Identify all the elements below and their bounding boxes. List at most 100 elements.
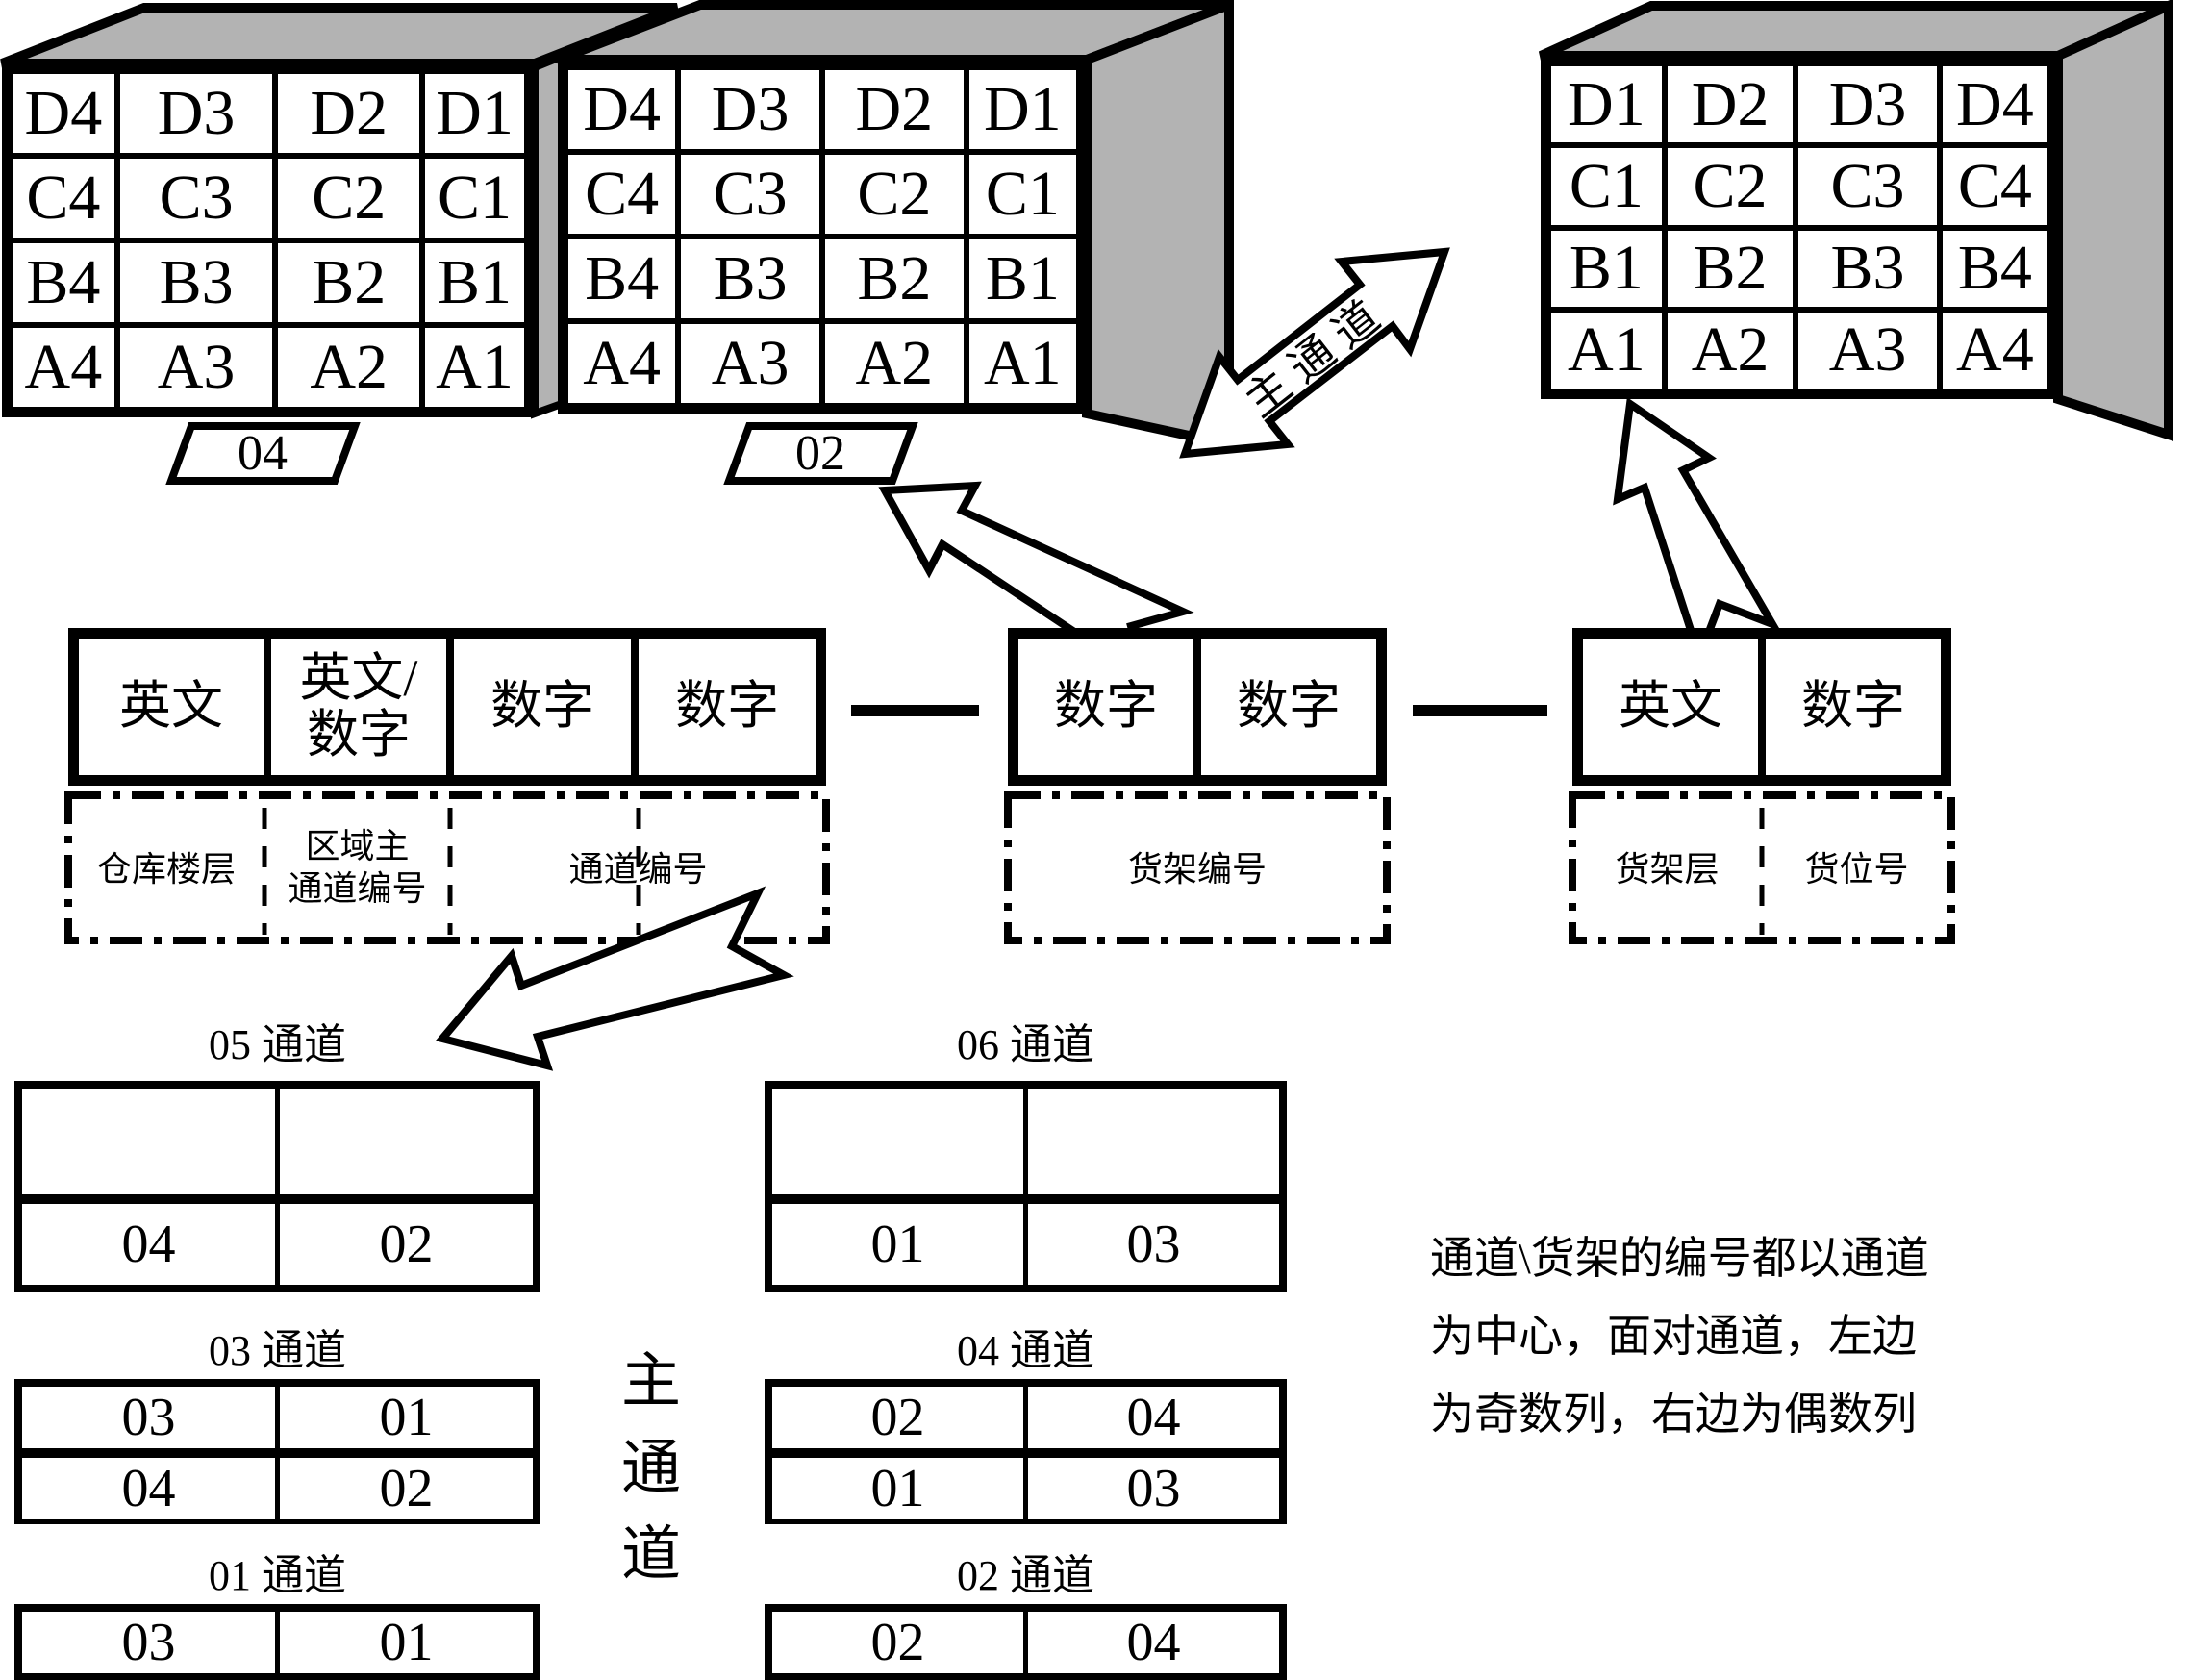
shelf-cell: B4 [568, 239, 676, 318]
shelf-cell: C2 [825, 155, 964, 234]
format-cell-digit: 数字 [1766, 639, 1941, 775]
meaning-warehouse-floor: 仓库楼层 [96, 850, 236, 889]
shelf-cell: A1 [968, 324, 1076, 403]
shelf-cell: A4 [1942, 312, 2047, 389]
format-cell-area: 英文/数字 [271, 639, 446, 775]
aisle-04-title: 04 通道 [957, 1327, 1094, 1374]
aisle-06-title: 06 通道 [957, 1021, 1094, 1068]
shelf-cell: A3 [1798, 312, 1937, 389]
table-cell: 03 [22, 1387, 275, 1448]
note-line: 通道\货架的编号都以通道 [1430, 1234, 1929, 1283]
shelf-cell: C3 [119, 159, 273, 238]
meaning-area-main-aisle: 区域主 通道编号 [288, 827, 427, 908]
table-cell: 01 [280, 1612, 533, 1673]
shelf-cell: B1 [425, 243, 524, 322]
shelf-cell: A4 [568, 324, 676, 403]
code-format-right-box: 英文 数字 [1572, 628, 1951, 786]
table-cell: 03 [1028, 1458, 1279, 1519]
shelf-cell: D3 [119, 74, 273, 153]
shelf-cell: D2 [825, 70, 964, 149]
shelf-cell: B2 [825, 239, 964, 318]
shelf-cell: D2 [1667, 66, 1794, 143]
table-cell: 04 [22, 1203, 275, 1285]
shelf-cell: C3 [1798, 148, 1937, 225]
aisle-02-table: 02 04 [765, 1604, 1287, 1680]
format-cell-digit: 数字 [1018, 639, 1193, 775]
aisle-01-title: 01 通道 [209, 1552, 346, 1599]
shelf-cell: D1 [425, 74, 524, 153]
shelf-cell: B3 [681, 239, 819, 318]
format-cell-digit: 数字 [639, 639, 816, 775]
numbering-note: 通道\货架的编号都以通道 为中心，面对通道，左边 为奇数列，右边为偶数列 [1430, 1219, 2065, 1453]
shelf-cell: B3 [1798, 230, 1937, 307]
shelf-cell: D2 [278, 74, 419, 153]
meaning-aisle-number: 通道编号 [568, 850, 708, 889]
code-format-left-box: 英文 英文/数字 数字 数字 [68, 628, 826, 786]
shelf-cell: D1 [1551, 66, 1662, 143]
aisle-03-table: 03 01 04 02 [14, 1379, 540, 1524]
table-cell-empty [280, 1089, 533, 1194]
shelf-cell: D4 [1942, 66, 2047, 143]
meaning-shelf-number: 货架编号 [1127, 850, 1267, 889]
format-cell-letter: 英文 [1583, 639, 1758, 775]
aisle-05-title: 05 通道 [209, 1021, 346, 1068]
shelf-cell: C4 [1942, 148, 2047, 225]
shelf-plate-04: 04 [238, 426, 288, 481]
shelf-cell: D3 [681, 70, 819, 149]
shelf-cell: C4 [568, 155, 676, 234]
table-cell: 03 [22, 1612, 275, 1673]
table-cell: 01 [772, 1203, 1023, 1285]
dashed-box-left [64, 791, 830, 944]
aisle-04-table: 02 04 01 03 [765, 1379, 1287, 1524]
table-cell: 02 [772, 1387, 1023, 1448]
table-cell: 02 [280, 1458, 533, 1519]
shelf-cell: A3 [681, 324, 819, 403]
format-cell-digit: 数字 [453, 639, 632, 775]
table-cell: 01 [772, 1458, 1023, 1519]
aisle-01-table: 03 01 [14, 1604, 540, 1680]
note-line: 为奇数列，右边为偶数列 [1430, 1390, 1917, 1439]
shelf-cell: C1 [1551, 148, 1662, 225]
table-cell-empty [22, 1089, 275, 1194]
note-line: 为中心，面对通道，左边 [1430, 1312, 1917, 1361]
shelf-cell: A4 [13, 328, 114, 407]
aisle-05-table: 04 02 [14, 1081, 540, 1292]
table-cell: 04 [1028, 1387, 1279, 1448]
plate-02-outline [723, 422, 918, 485]
shelf-cell: D4 [568, 70, 676, 149]
main-aisle-double-arrow [1179, 247, 1450, 459]
shelf-cell: B2 [278, 243, 419, 322]
arrow-to-shelf3 [1613, 397, 1782, 669]
table-cell: 03 [1028, 1203, 1279, 1285]
shelf-cell: D4 [13, 74, 114, 153]
table-cell: 04 [22, 1458, 275, 1519]
table-cell: 02 [772, 1612, 1023, 1673]
code-format-mid-box: 数字 数字 [1008, 628, 1387, 786]
format-cell-digit: 数字 [1201, 639, 1376, 775]
shelf-unit-right: D1 D2 D3 D4 C1 C2 C3 C4 B1 B2 B3 B4 A1 A… [1541, 56, 2058, 399]
table-cell-empty [1028, 1089, 1279, 1194]
table-cell: 01 [280, 1387, 533, 1448]
shelf-cell: C1 [968, 155, 1076, 234]
shelf-cell: A2 [825, 324, 964, 403]
dashed-box-mid [1004, 791, 1391, 944]
shelf-plate-02: 02 [795, 426, 845, 481]
meaning-shelf-level: 货架层 [1615, 850, 1720, 889]
shelf-cell: C4 [13, 159, 114, 238]
shelf-cell: A1 [425, 328, 524, 407]
shelf-cell: A2 [278, 328, 419, 407]
shelf-cell: C2 [278, 159, 419, 238]
dashed-box-right [1569, 791, 1955, 944]
aisle-03-title: 03 通道 [209, 1327, 346, 1374]
plate-04-outline [165, 422, 361, 485]
shelf-cell: D3 [1798, 66, 1937, 143]
shelf-unit-04: D4 D3 D2 D1 C4 C3 C2 C1 B4 B3 B2 B1 A4 A… [2, 63, 535, 417]
table-cell: 02 [280, 1203, 533, 1285]
main-aisle-vertical-label: 主通道 [620, 1349, 681, 1588]
shelf-cell: B1 [1551, 230, 1662, 307]
aisle-06-table: 01 03 [765, 1081, 1287, 1292]
arrow-to-aisle-05 [435, 886, 794, 1071]
shelf-cell: A1 [1551, 312, 1662, 389]
shelf-cell: D1 [968, 70, 1076, 149]
